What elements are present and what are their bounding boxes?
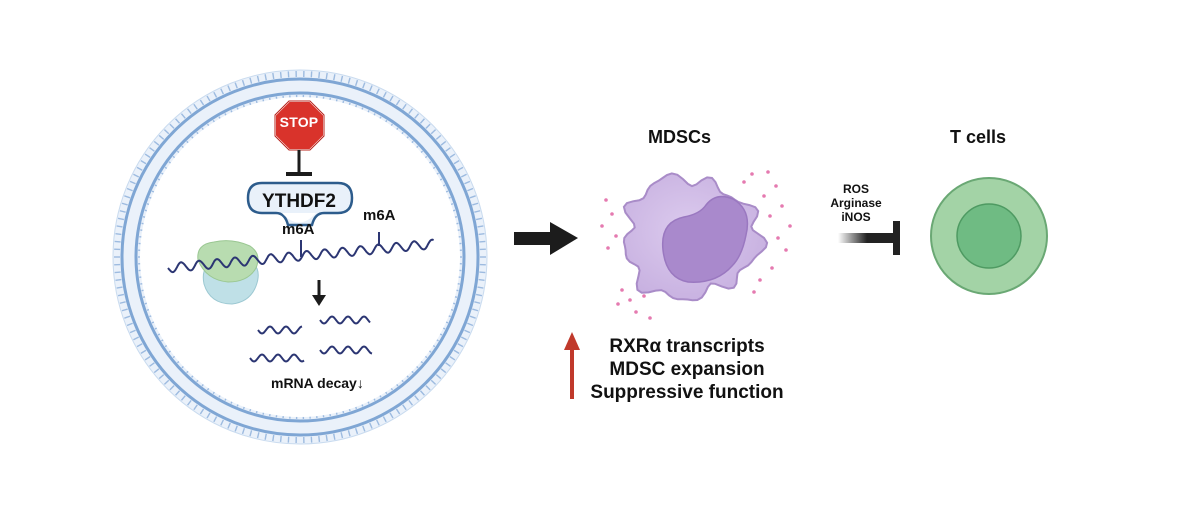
t-cells-label: T cells (950, 127, 1006, 148)
granule-dot (752, 290, 756, 294)
ythdf2-label: YTHDF2 (258, 191, 340, 213)
effect-suppressive-function: Suppressive function (581, 382, 793, 404)
granule-dot (610, 212, 614, 216)
granule-dot (774, 184, 778, 188)
effect-mdsc-expansion: MDSC expansion (581, 359, 793, 381)
granule-dot (768, 214, 772, 218)
granule-dot (600, 224, 604, 228)
granule-dot (788, 224, 792, 228)
m6a-label-2: m6A (363, 207, 396, 224)
stop-sign-label: STOP (273, 114, 325, 130)
granule-dot (614, 234, 618, 238)
mdsc-cell-icon (624, 173, 767, 300)
granule-dot (762, 194, 766, 198)
factor-inos: iNOS (814, 210, 898, 224)
granule-dot (616, 302, 620, 306)
mrna-decay-label: mRNA decay↓ (271, 375, 364, 391)
granule-dot (780, 204, 784, 208)
granule-dot (648, 316, 652, 320)
granule-dot (758, 278, 762, 282)
granule-dot (642, 294, 646, 298)
t-cell-inhibition (838, 221, 900, 255)
factor-arginase: Arginase (814, 196, 898, 210)
granule-dot (620, 288, 624, 292)
granule-dot (634, 310, 638, 314)
granule-dot (766, 170, 770, 174)
transition-arrow (514, 222, 578, 255)
mdscs-label: MDSCs (648, 127, 711, 148)
granule-dot (776, 236, 780, 240)
granule-dot (784, 248, 788, 252)
m6a-label-1: m6A (282, 221, 315, 238)
granule-dot (604, 198, 608, 202)
granule-dot (628, 298, 632, 302)
granule-dot (606, 246, 610, 250)
factor-ros: ROS (814, 182, 898, 196)
granule-dot (750, 172, 754, 176)
increase-arrow (564, 332, 580, 399)
granule-dot (770, 266, 774, 270)
t-cell-icon (931, 178, 1047, 294)
effect-rxra-transcripts: RXRα transcripts (581, 336, 793, 358)
granule-dot (742, 180, 746, 184)
